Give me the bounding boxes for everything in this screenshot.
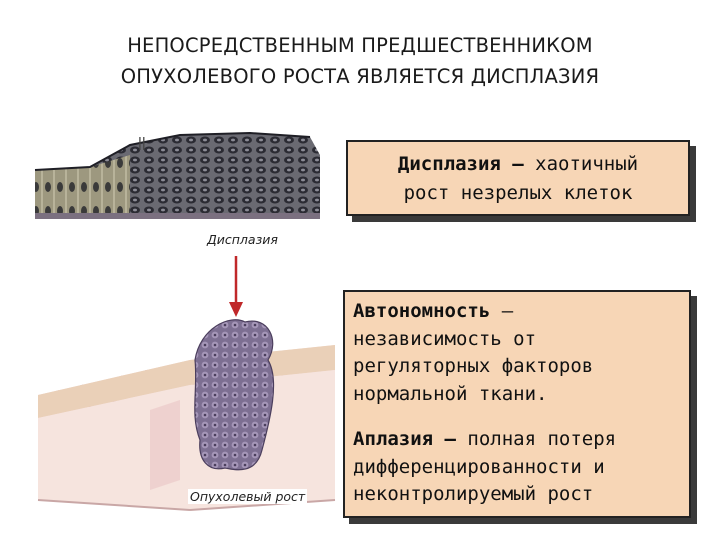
dysplasia-definition-line-1: Дисплазия – хаотичный bbox=[348, 150, 688, 179]
tumor-growth-illustration bbox=[37, 319, 336, 511]
caption-dysplasia: Дисплазия bbox=[207, 232, 278, 247]
autonomy-line-1: Автономность – bbox=[353, 298, 683, 326]
aplasia-term: Аплазия – bbox=[353, 428, 456, 450]
aplasia-definition-start: полная потеря bbox=[455, 428, 617, 450]
dysplasia-definition-box: Дисплазия – хаотичный рост незрелых клет… bbox=[346, 140, 690, 216]
slide-title: НЕПОСРЕДСТВЕННЫМ ПРЕДШЕСТВЕННИКОМ ОПУХОЛ… bbox=[0, 30, 720, 92]
autonomy-definition-line-1: независимость от bbox=[353, 327, 537, 350]
caption-tumor-growth: Опухолевый рост bbox=[188, 489, 308, 504]
autonomy-term: Автономность bbox=[353, 300, 491, 322]
dysplasia-tissue-illustration: ǀǀ bbox=[34, 131, 320, 219]
aplasia-line-1: Аплазия – полная потеря bbox=[353, 426, 683, 454]
autonomy-definition-line-2: регуляторных факторов bbox=[353, 355, 594, 377]
autonomy-aplasia-definition-box: Автономность – независимость от регулято… bbox=[343, 290, 691, 518]
figure-marks: ǀǀ bbox=[138, 136, 146, 151]
title-line-2: ОПУХОЛЕВОГО РОСТА ЯВЛЯЕТСЯ ДИСПЛАЗИЯ bbox=[120, 65, 600, 88]
dysplasia-definition-line-2: рост незрелых клеток bbox=[403, 182, 633, 204]
autonomy-dash: – bbox=[490, 300, 514, 322]
aplasia-definition-line-2: неконтролируемый рост bbox=[353, 483, 594, 505]
dysplasia-definition-start: хаотичный bbox=[523, 153, 639, 175]
dysplasia-term: Дисплазия – bbox=[397, 153, 524, 175]
autonomy-definition-line-3: нормальной ткани. bbox=[353, 382, 548, 405]
down-arrow-icon bbox=[229, 256, 243, 317]
aplasia-definition-line-1: дифференцированности и bbox=[353, 455, 605, 478]
title-line-1: НЕПОСРЕДСТВЕННЫМ ПРЕДШЕСТВЕННИКОМ bbox=[127, 34, 593, 57]
